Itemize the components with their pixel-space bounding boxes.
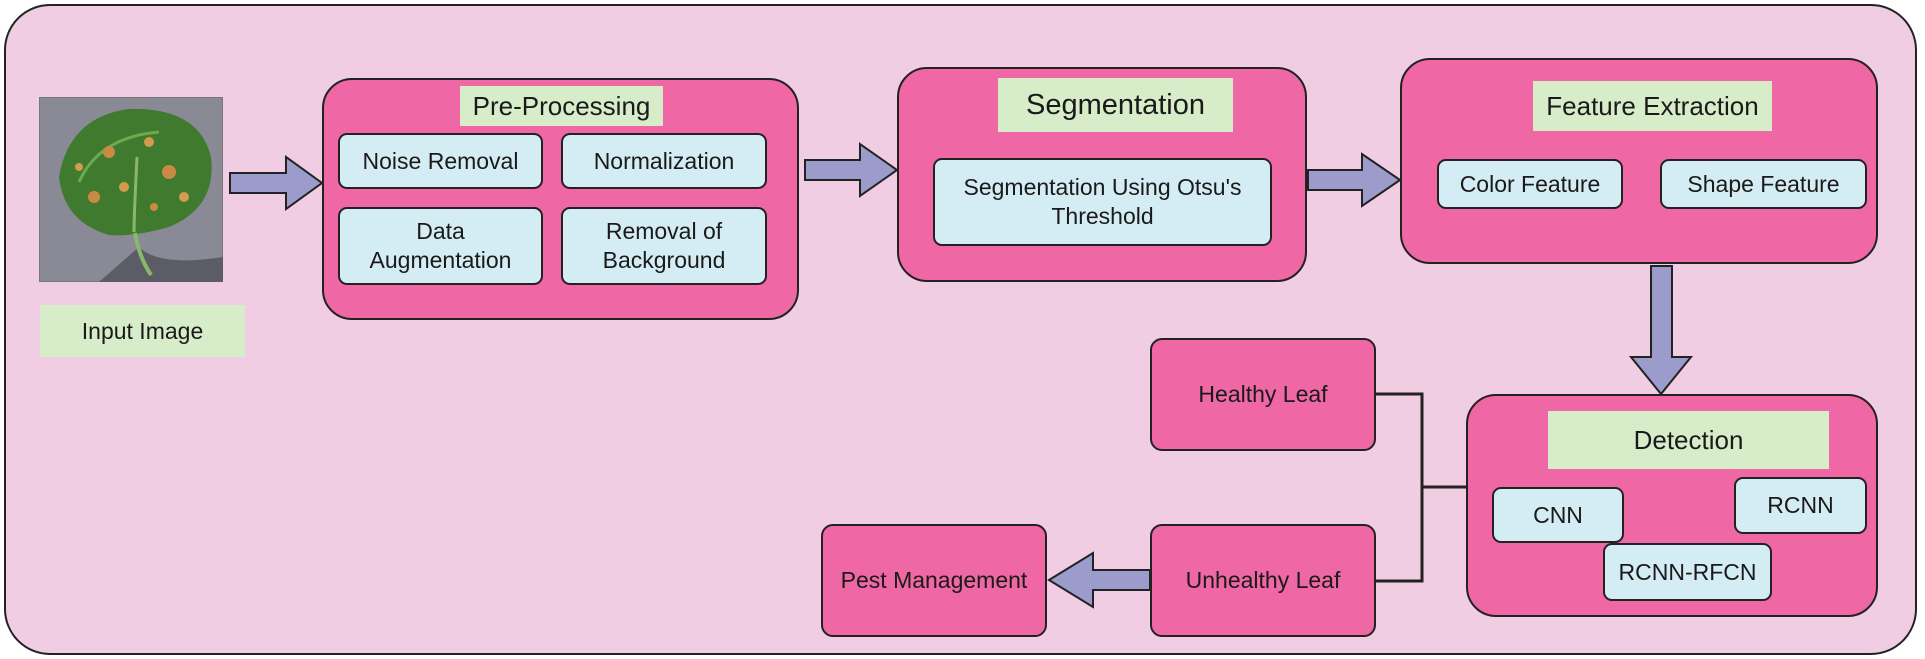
feature-extraction-title: Feature Extraction (1533, 81, 1772, 131)
pest-management-box: Pest Management (821, 524, 1047, 637)
healthy-leaf-box: Healthy Leaf (1150, 338, 1376, 451)
input-image-label: Input Image (40, 305, 245, 357)
rcnn-rfcn-box: RCNN-RFCN (1603, 543, 1772, 601)
input-image-label-text: Input Image (81, 317, 204, 344)
branch-connector (1376, 392, 1466, 583)
arrow-input-to-preprocessing (229, 155, 324, 211)
segmentation-title: Segmentation (998, 78, 1233, 132)
noise-removal-box: Noise Removal (338, 133, 543, 189)
normalization-box: Normalization (561, 133, 767, 189)
unhealthy-leaf-box: Unhealthy Leaf (1150, 524, 1376, 637)
detection-title: Detection (1548, 411, 1829, 469)
cnn-box: CNN (1492, 487, 1624, 543)
otsu-threshold-box: Segmentation Using Otsu's Threshold (933, 158, 1272, 246)
shape-feature-box: Shape Feature (1660, 159, 1867, 209)
arrow-feature-extraction-to-detection (1628, 265, 1694, 396)
leaf-image (39, 97, 223, 282)
arrow-unhealthy-to-pest (1047, 551, 1151, 609)
color-feature-box: Color Feature (1437, 159, 1623, 209)
preprocessing-title: Pre-Processing (460, 86, 663, 126)
data-augmentation-box: Data Augmentation (338, 207, 543, 285)
arrow-segmentation-to-feature-extraction (1307, 152, 1402, 208)
rcnn-box: RCNN (1734, 477, 1867, 534)
removal-of-background-box: Removal of Background (561, 207, 767, 285)
arrow-preprocessing-to-segmentation (804, 142, 899, 198)
